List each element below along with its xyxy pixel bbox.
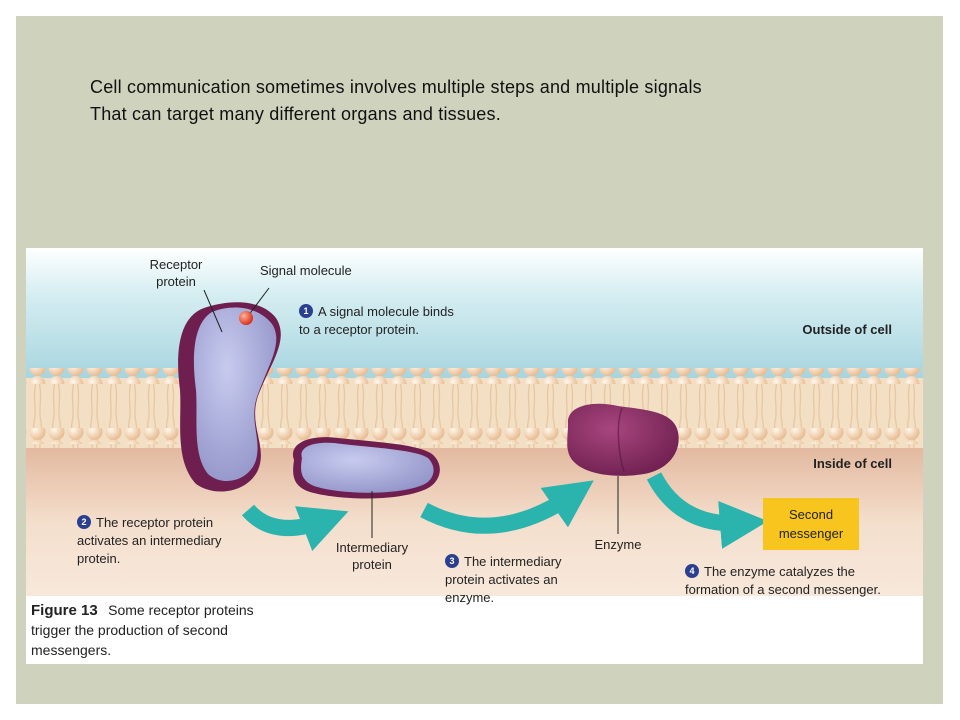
step-4-number: 4 (689, 566, 694, 576)
step-2-annotation: 2 The receptor protein activates an inte… (77, 515, 222, 566)
step-3-text-2: protein activates an (445, 572, 558, 587)
signal-molecule (239, 311, 253, 325)
intermediary-protein (292, 437, 440, 499)
cell-signaling-figure: Second messenger Receptor protein Signal… (26, 248, 923, 664)
caption-text-2: trigger the production of second (31, 622, 228, 638)
step-2-text-2: activates an intermediary (77, 533, 222, 548)
arrow-intermediary-to-enzyme (420, 480, 594, 534)
step-2-badge (77, 515, 91, 529)
inside-of-cell-label: Inside of cell (813, 456, 892, 471)
receptor-protein (178, 302, 281, 492)
receptor-leader (203, 289, 223, 333)
step-3-number: 3 (449, 556, 454, 566)
step-1-badge (299, 304, 313, 318)
figure-illustration: Second messenger Receptor protein Signal… (26, 248, 923, 664)
second-messenger-box (763, 498, 859, 550)
step-3-text-1: The intermediary (464, 554, 562, 569)
caption-text-1: Some receptor proteins (108, 602, 254, 618)
cell-membrane (26, 368, 923, 448)
step-2-text-3: protein. (77, 551, 120, 566)
step-3-badge (445, 554, 459, 568)
step-4-text-1: The enzyme catalyzes the (704, 564, 855, 579)
signal-molecule-label: Signal molecule (260, 263, 352, 278)
slide-heading: Cell communication sometimes involves mu… (90, 74, 702, 128)
step-2-text-1: The receptor protein (96, 515, 213, 530)
heading-line-2: That can target many different organs an… (90, 104, 501, 124)
step-4-text-2: formation of a second messenger. (685, 582, 881, 597)
intermediary-label-1: Intermediary (336, 540, 409, 555)
caption-text-3: messengers. (31, 642, 111, 658)
outside-of-cell-region (26, 248, 923, 378)
step-1-annotation: 1 A signal molecule binds to a receptor … (299, 304, 454, 337)
step-1-text-1: A signal molecule binds (318, 304, 454, 319)
figure-caption: Figure 13 Some receptor proteins trigger… (31, 602, 254, 658)
caption-figure-label: Figure 13 (31, 602, 98, 619)
receptor-label-2: protein (156, 274, 196, 289)
signal-molecule-leader (247, 287, 270, 317)
step-1-number: 1 (303, 306, 308, 316)
caption-panel (26, 596, 923, 664)
arrow-receptor-to-intermediary (241, 504, 349, 552)
slide-background: Cell communication sometimes involves mu… (16, 16, 943, 704)
second-messenger-label-2: messenger (779, 526, 844, 541)
intermediary-label-2: protein (352, 557, 392, 572)
step-3-text-3: enzyme. (445, 590, 494, 605)
outside-of-cell-label: Outside of cell (802, 322, 892, 337)
enzyme-label: Enzyme (595, 537, 642, 552)
step-2-number: 2 (81, 517, 86, 527)
caption-line-1: Figure 13 Some receptor proteins (31, 602, 254, 619)
enzyme-protein (567, 403, 679, 476)
step-3-annotation: 3 The intermediary protein activates an … (445, 554, 562, 605)
arrow-enzyme-to-second-messenger (646, 472, 768, 549)
step-1-text-2: to a receptor protein. (299, 322, 419, 337)
receptor-label-1: Receptor (150, 257, 203, 272)
second-messenger-label-1: Second (789, 507, 833, 522)
heading-line-1: Cell communication sometimes involves mu… (90, 77, 702, 97)
step-4-annotation: 4 The enzyme catalyzes the formation of … (685, 564, 881, 597)
step-4-badge (685, 564, 699, 578)
